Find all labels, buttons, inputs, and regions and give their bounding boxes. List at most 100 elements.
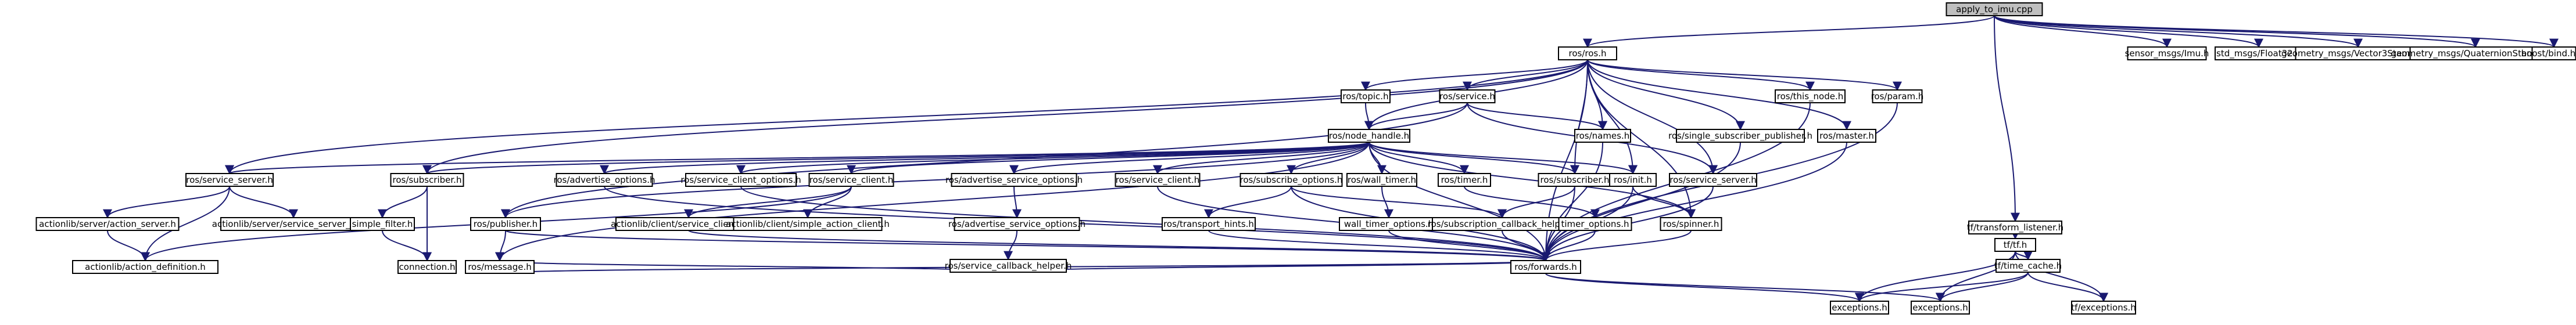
edge-n_forwards-to-n_exc1: [1545, 273, 1864, 302]
node-scimp[interactable]: actionlib/client/service_client_imp.h: [611, 217, 766, 231]
node-ssimp[interactable]: actionlib/server/service_server_imp.h: [212, 217, 375, 231]
node-message[interactable]: ros/message.h: [465, 260, 535, 274]
node-subcbhelper[interactable]: ros/subscription_callback_helper.h: [1428, 217, 1577, 231]
node-label: tf/exceptions.h: [2071, 302, 2136, 313]
edge-n_timer-to-n_timeropts: [1464, 186, 1600, 219]
node-box: [397, 260, 457, 274]
node-box: [1946, 2, 2043, 16]
edge-n_root-to-n_ros: [1583, 15, 1995, 48]
node-names[interactable]: ros/names.h: [1574, 129, 1631, 143]
node-advsrvopts[interactable]: ros/advertise_service_options.h: [945, 173, 1083, 187]
node-srvserver2[interactable]: ros/service_server.h: [1669, 173, 1757, 187]
node-box: [954, 217, 1080, 231]
node-box: [1239, 173, 1343, 187]
node-vec3[interactable]: geometry_msgs/Vector3Stamped.h: [2281, 46, 2435, 60]
node-srvcbhelper[interactable]: ros/service_callback_helper.h: [945, 259, 1072, 273]
node-box: [350, 217, 415, 231]
node-box: [1817, 129, 1876, 143]
node-label: boost/bind.hpp: [2521, 48, 2576, 59]
node-subscriberh[interactable]: ros/subscriber.h: [390, 173, 464, 187]
node-topic[interactable]: ros/topic.h: [1341, 89, 1391, 103]
node-exc2[interactable]: exceptions.h: [1911, 301, 1970, 315]
edge-n_root-to-n_quat: [1994, 15, 2480, 48]
node-bind[interactable]: boost/bind.hpp: [2521, 46, 2576, 60]
node-box: [1328, 129, 1410, 143]
node-label: ros/ros.h: [1569, 48, 1607, 59]
node-root[interactable]: apply_to_imu.cpp: [1946, 2, 2043, 16]
node-srvclient[interactable]: ros/service_client.h: [808, 173, 894, 187]
node-timeropts[interactable]: timer_options.h: [1558, 217, 1632, 231]
node-asrvopts[interactable]: ros/advertise_service_options.h: [948, 217, 1085, 231]
node-advopts[interactable]: ros/advertise_options.h: [554, 173, 655, 187]
node-timer[interactable]: ros/timer.h: [1438, 173, 1491, 187]
node-singlesub[interactable]: ros/single_subscriber_publisher.h: [1668, 129, 1812, 143]
node-forwards[interactable]: ros/forwards.h: [1510, 260, 1581, 274]
node-srvserver[interactable]: ros/service_server.h: [185, 173, 274, 187]
node-thisnode[interactable]: ros/this_node.h: [1775, 89, 1846, 103]
edge-n_forwards-to-n_exc2: [1545, 273, 1945, 302]
edge-n_publisher-to-n_forwards: [505, 230, 1550, 262]
node-box: [1341, 89, 1391, 103]
node-box: [1439, 89, 1496, 103]
edge-n_subopts-to-n_transporthints: [1204, 186, 1292, 219]
node-subopts[interactable]: ros/subscribe_options.h: [1239, 173, 1343, 187]
node-label: ros/spinner.h: [1663, 219, 1719, 229]
node-scopts[interactable]: ros/service_client_options.h: [680, 173, 801, 187]
node-connection[interactable]: connection.h: [397, 260, 457, 274]
node-box: [951, 173, 1077, 187]
node-transporthints[interactable]: ros/transport_hints.h: [1162, 217, 1256, 231]
node-subscriber2[interactable]: ros/subscriber.h: [1538, 173, 1612, 187]
node-label: ros/service.h: [1439, 91, 1495, 102]
node-walltimer[interactable]: ros/wall_timer.h: [1346, 173, 1417, 187]
node-label: ros/wall_timer.h: [1348, 175, 1416, 186]
node-sac[interactable]: actionlib/client/simple_action_client.h: [726, 217, 890, 231]
node-exc1[interactable]: exceptions.h: [1830, 301, 1889, 315]
node-srvclient2[interactable]: ros/service_client.h: [1115, 173, 1201, 187]
edge-n_srvserver-to-n_as: [103, 186, 230, 219]
node-label: ros/names.h: [1576, 131, 1630, 141]
node-label: ros/subscriber.h: [1540, 175, 1610, 185]
node-label: tf/transform_listener.h: [1967, 222, 2063, 233]
node-box: [685, 173, 797, 187]
node-box: [1162, 217, 1256, 231]
node-actiondef[interactable]: actionlib/action_definition.h: [72, 260, 218, 274]
node-label: ros/transport_hints.h: [1163, 219, 1254, 230]
node-sensor[interactable]: sensor_msgs/Imu.h: [2125, 46, 2209, 60]
node-float32[interactable]: std_msgs/Float32.h: [2215, 46, 2303, 60]
node-box: [1510, 260, 1581, 274]
node-tftf[interactable]: tf/tf.h: [1994, 238, 2036, 252]
edge-n_service-to-n_nodehandle: [1364, 102, 1468, 131]
node-wtopts[interactable]: wall_timer_options.h: [1339, 217, 1439, 231]
node-nodehandle[interactable]: ros/node_handle.h: [1328, 129, 1410, 143]
node-simplefilter[interactable]: simple_filter.h: [350, 217, 415, 231]
node-label: ros/timer.h: [1441, 175, 1488, 185]
node-label: tf/time_cache.h: [1994, 261, 2062, 272]
node-label: ros/subscribe_options.h: [1240, 175, 1343, 186]
node-as[interactable]: actionlib/server/action_server.h: [35, 217, 180, 231]
node-publisher[interactable]: ros/publisher.h: [470, 217, 541, 231]
edge-n_service-to-n_names: [1467, 102, 1607, 131]
node-init[interactable]: ros/init.h: [1609, 173, 1657, 187]
node-spinner[interactable]: ros/spinner.h: [1660, 217, 1722, 231]
node-param[interactable]: ros/param.h: [1871, 89, 1924, 103]
node-box: [1669, 173, 1757, 187]
node-label: tf/tf.h: [2004, 240, 2027, 250]
node-tflistener[interactable]: tf/transform_listener.h: [1967, 221, 2063, 234]
edge-n_subopts-to-n_subcbhelper: [1291, 186, 1507, 219]
node-timecache[interactable]: tf/time_cache.h: [1994, 259, 2062, 273]
node-ros[interactable]: ros/ros.h: [1558, 46, 1617, 60]
node-tfexc[interactable]: tf/exceptions.h: [2071, 301, 2136, 315]
node-label: actionlib/server/service_server_imp.h: [212, 219, 375, 230]
node-service[interactable]: ros/service.h: [1439, 89, 1496, 103]
node-box: [465, 260, 535, 274]
node-box: [1995, 259, 2061, 273]
node-box: [1830, 301, 1889, 315]
node-label: ros/service_client.h: [809, 175, 894, 186]
edge-n_ros-to-n_srvserver2: [1587, 59, 1718, 175]
node-label: ros/subscriber.h: [393, 175, 462, 185]
node-master[interactable]: ros/master.h: [1817, 129, 1876, 143]
edge-n_nodehandle-to-n_init: [1368, 142, 1638, 175]
edge-n_nodehandle-to-n_advopts: [600, 142, 1370, 175]
node-label: timer_options.h: [1561, 219, 1629, 230]
edge-n_ros-to-n_topic: [1361, 59, 1588, 91]
